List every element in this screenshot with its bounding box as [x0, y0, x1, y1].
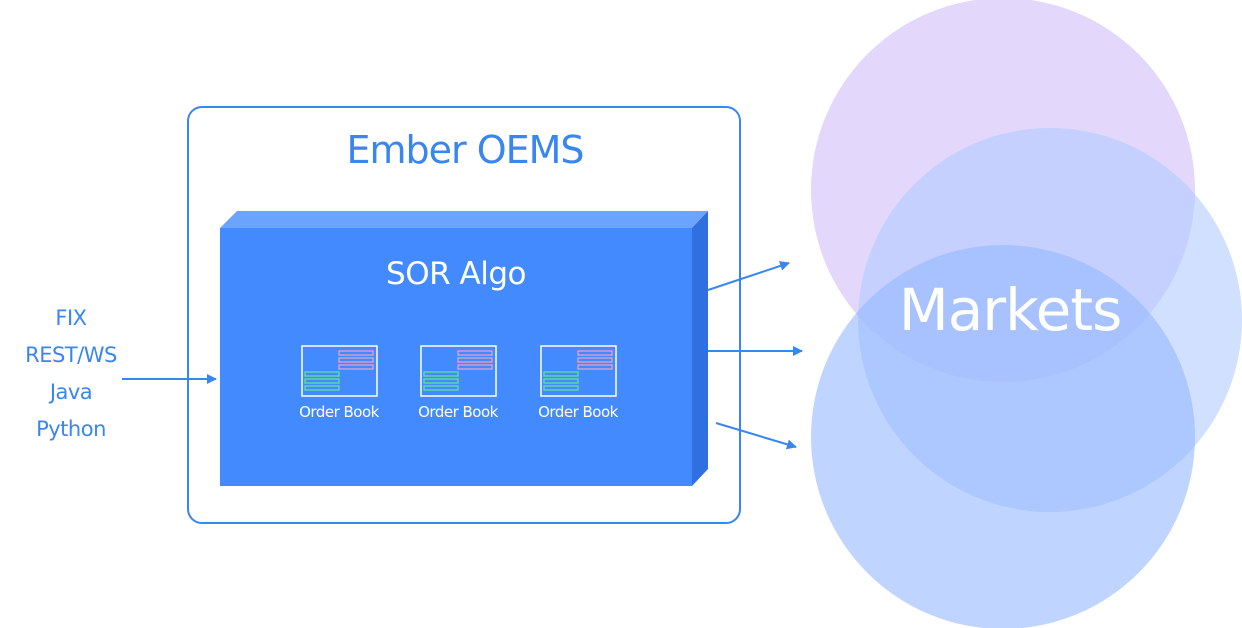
order-book-label-2: Order Book	[418, 403, 498, 421]
input-protocol-java: Java	[49, 380, 93, 404]
markets-label: Markets	[898, 276, 1123, 344]
sor-algo-block	[220, 211, 708, 486]
input-protocols-list: FIX REST/WS Java Python	[8, 300, 134, 448]
markets-circles	[811, 0, 1242, 628]
input-protocol-python: Python	[36, 417, 106, 441]
input-protocol-rest-ws: REST/WS	[25, 343, 117, 367]
algo-block-top-face	[220, 211, 708, 228]
order-book-icon-1	[301, 345, 378, 397]
oems-title: Ember OEMS	[346, 128, 584, 172]
algo-block-front-face	[220, 228, 692, 486]
market-arrow-top	[707, 261, 790, 291]
algo-block-side-face	[692, 211, 708, 486]
order-book-icon-3	[540, 345, 617, 397]
order-book-label-3: Order Book	[538, 403, 618, 421]
sor-algo-title: SOR Algo	[386, 256, 526, 292]
market-circle-bottom	[811, 245, 1195, 628]
input-protocol-fix: FIX	[55, 306, 87, 330]
market-arrow-bottom	[715, 422, 797, 450]
order-book-icon-2	[420, 345, 497, 397]
order-book-label-1: Order Book	[299, 403, 379, 421]
